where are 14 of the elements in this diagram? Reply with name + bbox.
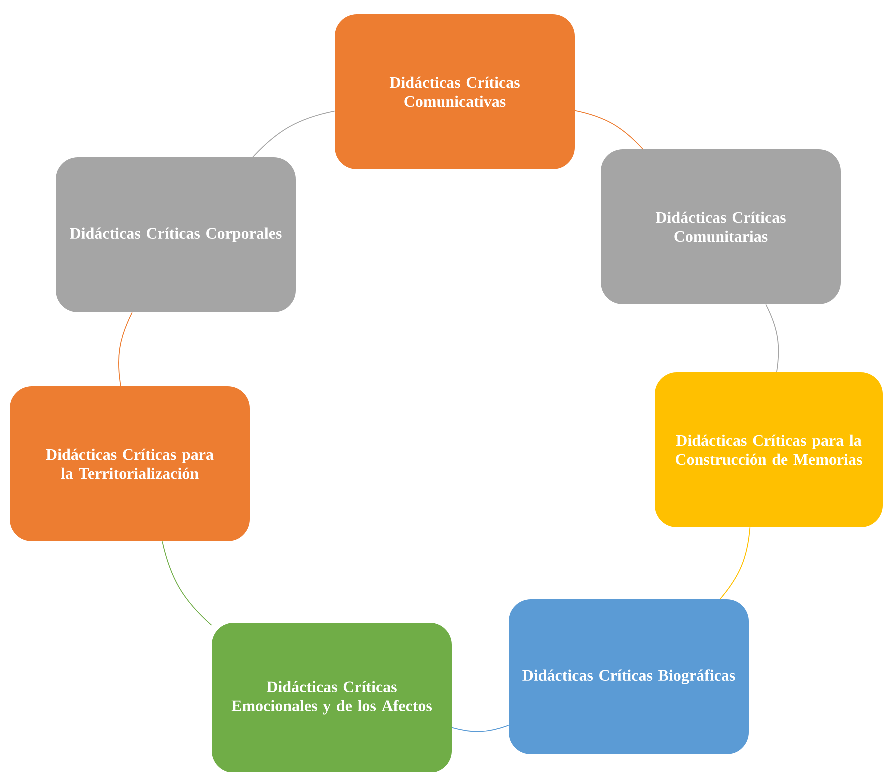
connector-arc [766,304,780,373]
rounded-box: Didácticas Críticas para la Territorialización [10,386,250,542]
connector-arc [162,541,212,626]
rounded-box: Didácticas Críticas Emocionales y de los Afectos [212,623,452,772]
connector-arc [252,110,336,158]
rounded-box: Didácticas Críticas Comunicativas [335,14,575,170]
connector-arc [720,527,751,600]
connector-arc [574,110,644,150]
rounded-box: Didácticas Críticas Corporales [56,158,296,312]
rounded-box: Didácticas Críticas para la Construcción de Memorias [655,372,883,528]
connector-arc [452,725,510,732]
connector-arc [118,312,133,387]
rounded-box: Didácticas Críticas Biográficas [509,600,749,754]
rounded-box: Didácticas Críticas Comunitarias [601,150,841,304]
